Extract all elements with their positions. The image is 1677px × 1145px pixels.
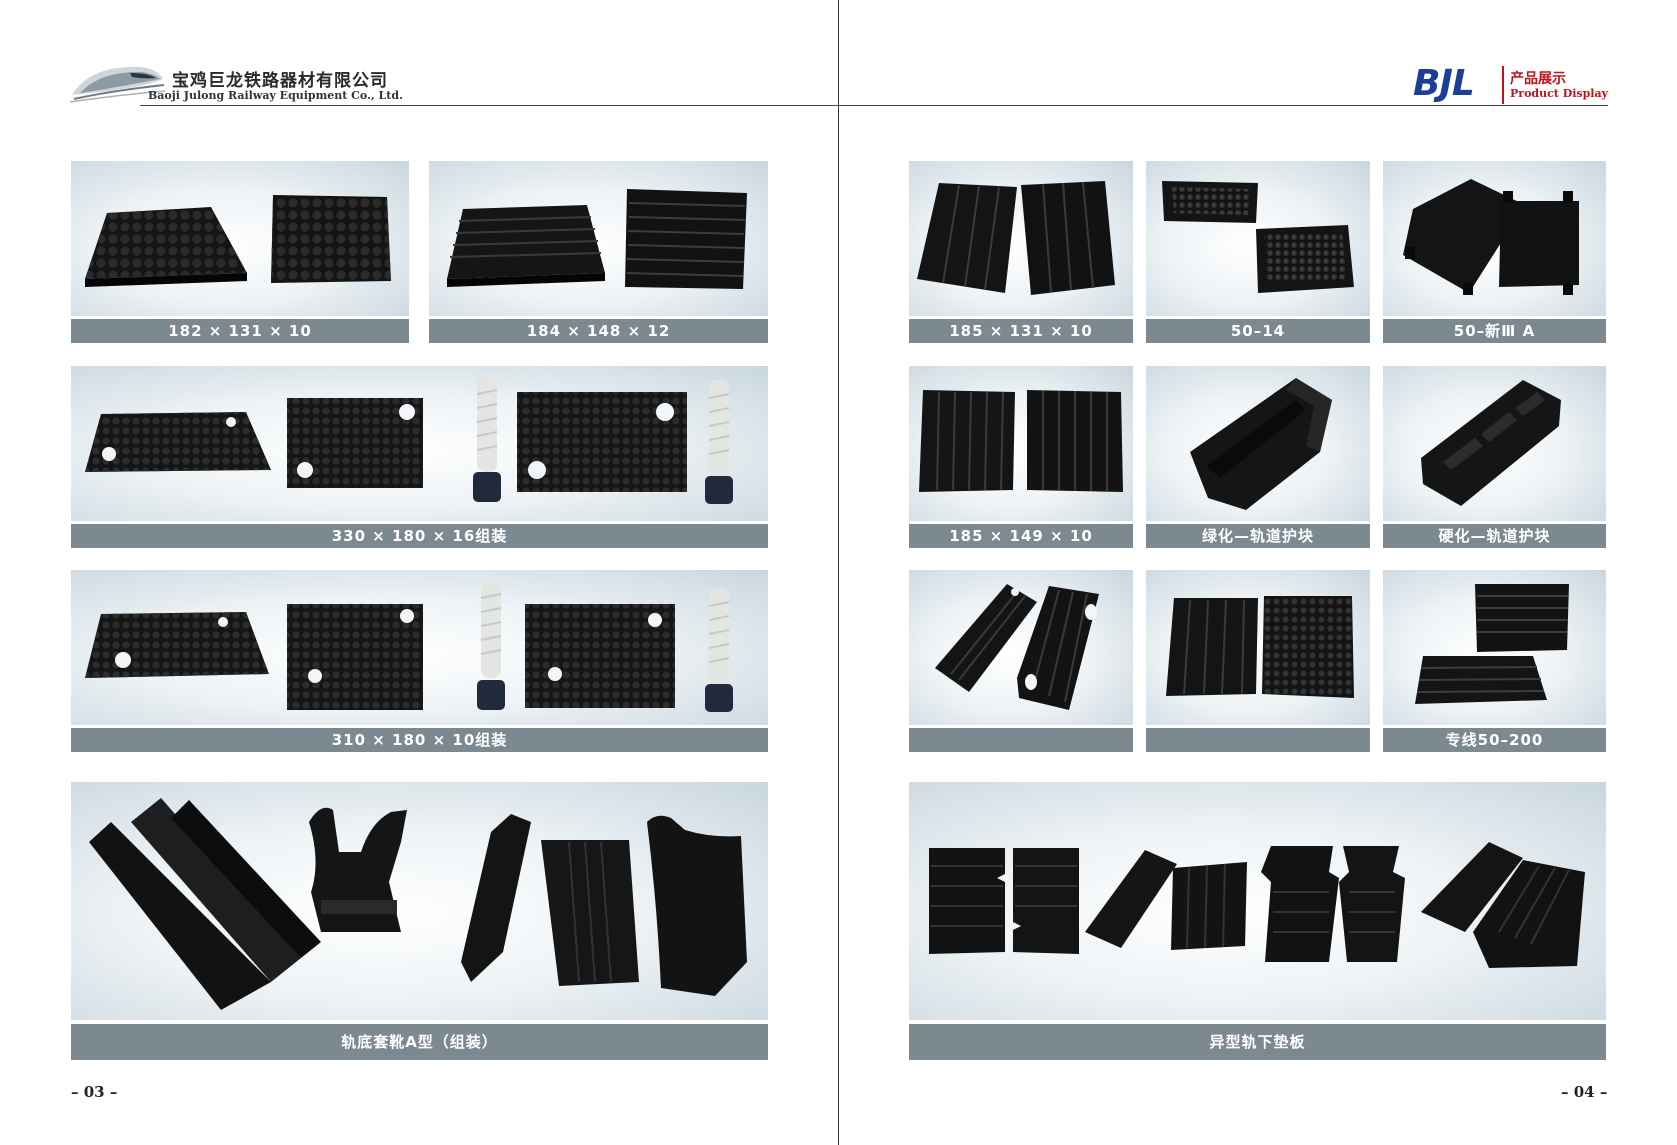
product-photo: [1146, 161, 1370, 316]
product-photo: [71, 570, 768, 725]
product-caption: 硬化—轨道护块: [1383, 524, 1606, 548]
page-number-left: – 03 –: [71, 1083, 118, 1101]
product-caption: 185 × 149 × 10: [909, 524, 1133, 548]
product-caption: 绿化—轨道护块: [1146, 524, 1370, 548]
product-caption: 182 × 131 × 10: [71, 319, 409, 343]
product-photo: [1146, 570, 1370, 725]
product-tile-large: 轨底套靴A型（组装）: [71, 782, 768, 1060]
section-title-cn: 产品展示: [1510, 71, 1566, 87]
product-caption: 184 × 148 × 12: [429, 319, 768, 343]
company-name-cn: 宝鸡巨龙铁路器材有限公司: [172, 71, 388, 91]
page-divider: [838, 0, 839, 1145]
product-tile: 330 × 180 × 16组装: [71, 366, 768, 548]
product-caption: 专线50–200: [1383, 728, 1606, 752]
product-photo: [1146, 366, 1370, 521]
product-caption: 50–新Ⅲ A: [1383, 319, 1606, 343]
product-tile: [909, 570, 1133, 752]
product-caption: [909, 728, 1133, 752]
section-title-en: Product Display: [1510, 87, 1609, 100]
product-photo: [71, 161, 409, 316]
product-photo: [909, 570, 1133, 725]
product-photo: [1383, 161, 1606, 316]
product-tile: [1146, 570, 1370, 752]
product-caption: 185 × 131 × 10: [909, 319, 1133, 343]
brand-separator: [1502, 66, 1504, 104]
product-photo: [1383, 366, 1606, 521]
product-tile: 专线50–200: [1383, 570, 1606, 752]
product-caption: [1146, 728, 1370, 752]
product-tile: 绿化—轨道护块: [1146, 366, 1370, 548]
product-photo: [909, 161, 1133, 316]
product-photo: [909, 366, 1133, 521]
product-caption: 50–14: [1146, 319, 1370, 343]
product-photo: [909, 782, 1606, 1020]
header-rule-left: [140, 105, 838, 106]
header-rule-right: [838, 105, 1608, 106]
product-tile: 182 × 131 × 10: [71, 161, 409, 343]
product-tile: 185 × 131 × 10: [909, 161, 1133, 343]
product-caption: 轨底套靴A型（组装）: [71, 1024, 768, 1060]
product-tile: 50–新Ⅲ A: [1383, 161, 1606, 343]
product-tile: 硬化—轨道护块: [1383, 366, 1606, 548]
product-tile: 50–14: [1146, 161, 1370, 343]
product-caption: 异型轨下垫板: [909, 1024, 1606, 1060]
product-photo: [71, 366, 768, 521]
product-tile: 310 × 180 × 10组装: [71, 570, 768, 752]
train-logo-icon: [70, 66, 165, 103]
product-photo: [1383, 570, 1606, 725]
product-caption: 310 × 180 × 10组装: [71, 728, 768, 752]
product-tile: 184 × 148 × 12: [429, 161, 768, 343]
company-name-en: Baoji Julong Railway Equipment Co., Ltd.: [148, 89, 403, 102]
product-photo: [71, 782, 768, 1020]
product-tile: 185 × 149 × 10: [909, 366, 1133, 548]
product-photo: [429, 161, 768, 316]
brand-logo: BJL: [1413, 63, 1475, 104]
product-tile-large: 异型轨下垫板: [909, 782, 1606, 1060]
product-caption: 330 × 180 × 16组装: [71, 524, 768, 548]
page-number-right: – 04 –: [1561, 1083, 1608, 1101]
